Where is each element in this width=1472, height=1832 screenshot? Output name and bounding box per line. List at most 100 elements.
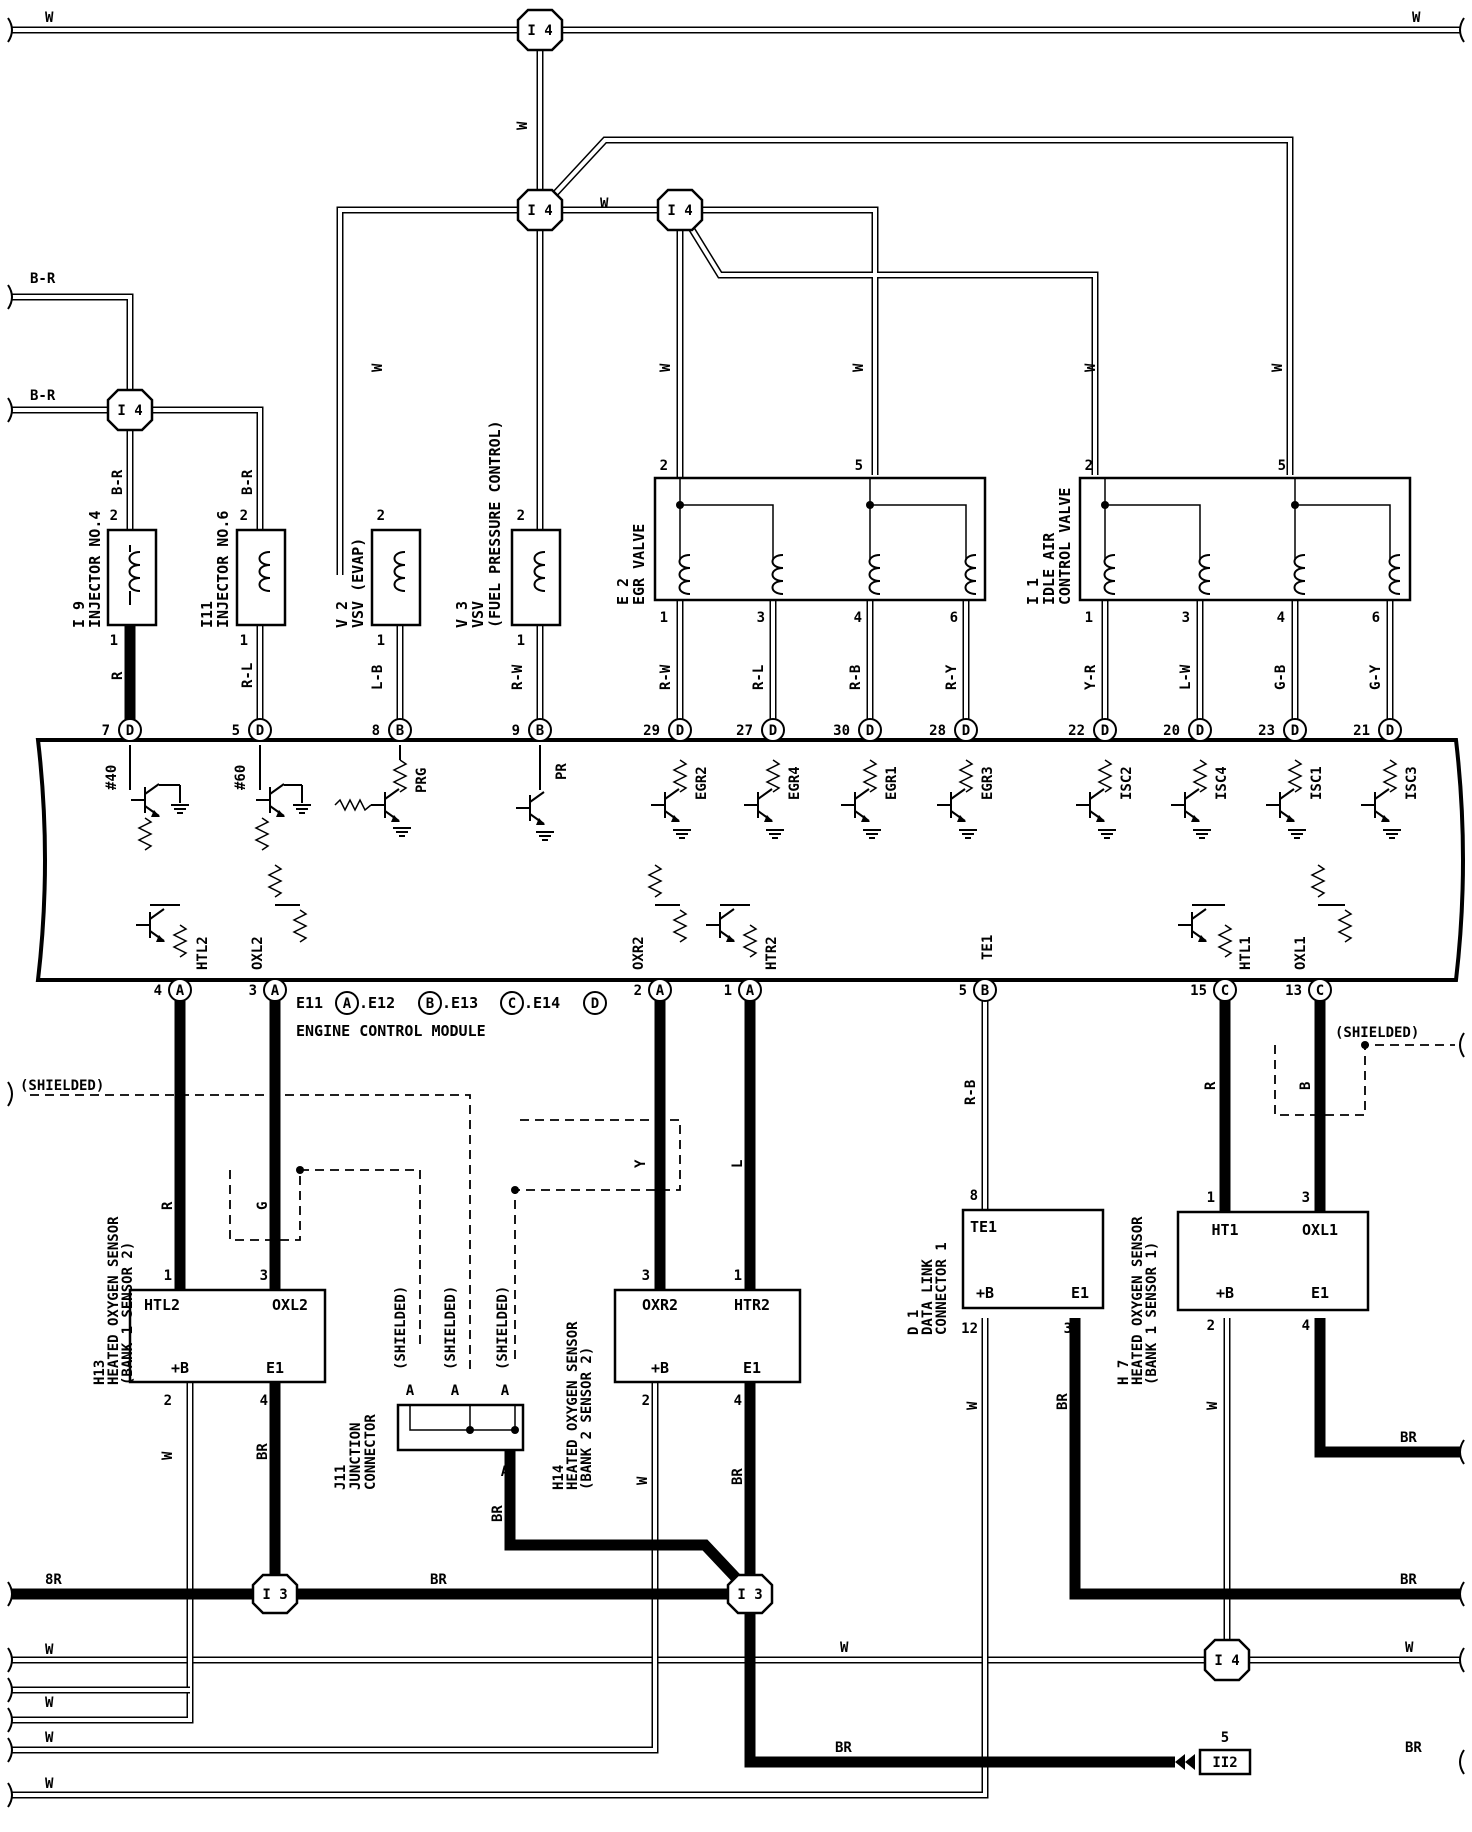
ecm-internal-circuits: [129, 745, 1402, 958]
svg-text:+B: +B: [171, 1359, 189, 1377]
svg-text:BR: BR: [730, 1468, 746, 1485]
idle-air-control-valve: 2 5 1 3 4 6 I 1 IDLE AIR CONTROL VALVE Y…: [1024, 363, 1412, 690]
svg-text:R-L: R-L: [751, 665, 767, 690]
svg-text:D: D: [256, 723, 264, 739]
svg-text:1: 1: [110, 633, 118, 649]
svg-text:E 2: E 2: [614, 578, 632, 605]
svg-text:28: 28: [929, 723, 946, 739]
svg-text:E1: E1: [1071, 1284, 1089, 1302]
svg-text:BR: BR: [1400, 1572, 1417, 1588]
svg-text:ISC1: ISC1: [1309, 766, 1325, 800]
ecm-pin-a2: A2: [634, 978, 672, 1002]
svg-text:R: R: [160, 1201, 176, 1210]
svg-text:V 2: V 2: [333, 601, 351, 628]
junction-i4-top: I 4: [516, 8, 564, 52]
svg-text:5: 5: [855, 458, 863, 474]
svg-text:W: W: [45, 1776, 54, 1792]
svg-text:HTR2: HTR2: [764, 936, 780, 970]
svg-text:W: W: [840, 1640, 849, 1656]
svg-text:R-B: R-B: [963, 1080, 979, 1105]
svg-text:E1: E1: [743, 1359, 761, 1377]
svg-text:4: 4: [854, 610, 862, 626]
svg-text:H14: H14: [551, 1465, 567, 1490]
svg-text:II2: II2: [1212, 1755, 1237, 1771]
svg-text:BR: BR: [1405, 1740, 1422, 1756]
svg-text:CONNECTOR 1: CONNECTOR 1: [934, 1242, 950, 1335]
svg-text:E1: E1: [1311, 1284, 1329, 1302]
svg-text:B: B: [536, 723, 544, 739]
injector-no4: 2 1 I 9 INJECTOR NO.4 B-R R: [70, 469, 158, 680]
svg-text:W: W: [370, 363, 386, 372]
br-wire-network: [12, 293, 264, 545]
svg-text:R-W: R-W: [658, 664, 674, 690]
svg-text:W: W: [658, 363, 674, 372]
svg-text:.E12: .E12: [359, 994, 395, 1012]
svg-text:HTL2: HTL2: [144, 1296, 180, 1314]
svg-text:OXL2: OXL2: [272, 1296, 308, 1314]
svg-text:2: 2: [240, 508, 248, 524]
svg-text:R: R: [1203, 1081, 1219, 1090]
svg-text:R-W: R-W: [510, 664, 526, 690]
svg-text:2: 2: [634, 983, 642, 999]
svg-text:#40: #40: [104, 765, 120, 790]
svg-text:I 9: I 9: [70, 601, 88, 628]
svg-text:(SHIELDED): (SHIELDED): [495, 1286, 511, 1370]
svg-text:7: 7: [102, 723, 110, 739]
svg-text:30: 30: [833, 723, 850, 739]
svg-text:8: 8: [372, 723, 380, 739]
svg-text:C: C: [508, 996, 516, 1012]
svg-text:D: D: [1386, 723, 1394, 739]
svg-text:W: W: [515, 121, 531, 130]
ecm-pin-a4: A4: [154, 978, 192, 1002]
svg-text:3: 3: [642, 1268, 650, 1284]
svg-text:PR: PR: [554, 763, 570, 780]
svg-text:PRG: PRG: [414, 768, 430, 793]
edge-wire-labels: W W B-R B-R (SHIELDED) 8R BR BR BR W W W…: [20, 10, 1422, 1792]
svg-text:(BANK 2 SENSOR 2): (BANK 2 SENSOR 2): [579, 1347, 595, 1490]
svg-text:D: D: [1101, 723, 1109, 739]
svg-text:C: C: [1221, 983, 1229, 999]
svg-text:W: W: [1083, 363, 1099, 372]
ecm-pin-c15: C 15: [1190, 978, 1237, 1002]
svg-text:B-R: B-R: [240, 469, 256, 495]
svg-text:(FUEL PRESSURE CONTROL): (FUEL PRESSURE CONTROL): [486, 420, 504, 628]
svg-text:INJECTOR NO.4: INJECTOR NO.4: [86, 511, 104, 628]
svg-text:+B: +B: [651, 1359, 669, 1377]
svg-text:D 1: D 1: [906, 1310, 922, 1335]
vsv-fuel-pressure-control: 2 1 V 3 VSV (FUEL PRESSURE CONTROL) R-W …: [453, 121, 562, 690]
svg-text:OXL1: OXL1: [1302, 1221, 1338, 1239]
ecm-title: E11 A .E12 B .E13 C .E14 D ENGINE CONTRO…: [296, 991, 607, 1040]
svg-text:W: W: [635, 1476, 651, 1485]
svg-text:27: 27: [736, 723, 753, 739]
junction-i4-egr: I 4: [656, 188, 704, 232]
svg-text:(SHIELDED): (SHIELDED): [393, 1286, 409, 1370]
svg-text:HTL2: HTL2: [195, 936, 211, 970]
svg-text:2: 2: [642, 1393, 650, 1409]
svg-text:I 4: I 4: [1214, 1653, 1239, 1669]
svg-text:B: B: [981, 983, 989, 999]
svg-text:EGR2: EGR2: [694, 766, 710, 800]
svg-text:15: 15: [1190, 983, 1207, 999]
junction-points: I 4 I 4 I 4 I 4 I 3 I 3 I 4 II2 5: [106, 8, 1252, 1776]
ecm-pin-d22: D22: [1068, 718, 1117, 742]
svg-text:12: 12: [961, 1321, 978, 1337]
shield-lines: [30, 1041, 1455, 1370]
svg-text:1: 1: [377, 633, 385, 649]
svg-text:B: B: [396, 723, 404, 739]
svg-text:W: W: [1405, 1640, 1414, 1656]
junction-i4-bottom: I 4: [1203, 1638, 1251, 1682]
svg-text:G-Y: G-Y: [1368, 664, 1384, 690]
svg-text:D: D: [1291, 723, 1299, 739]
svg-text:I 4: I 4: [667, 203, 692, 219]
junction-i3-right: I 3: [726, 1573, 774, 1615]
sensor-wires: [12, 995, 1460, 1768]
svg-text:A: A: [746, 983, 755, 999]
svg-text:1: 1: [724, 983, 732, 999]
svg-text:ISC2: ISC2: [1119, 766, 1135, 800]
junction-i3-left: I 3: [251, 1573, 299, 1615]
svg-text:HEATED OXYGEN SENSOR: HEATED OXYGEN SENSOR: [565, 1321, 581, 1490]
svg-text:(SHIELDED): (SHIELDED): [443, 1286, 459, 1370]
svg-text:1: 1: [517, 633, 525, 649]
svg-text:E1: E1: [266, 1359, 284, 1377]
ecm-top-signal-labels: #40 #60 PRG PR EGR2 EGR4 EGR1 EGR3 ISC2 …: [104, 763, 1420, 800]
